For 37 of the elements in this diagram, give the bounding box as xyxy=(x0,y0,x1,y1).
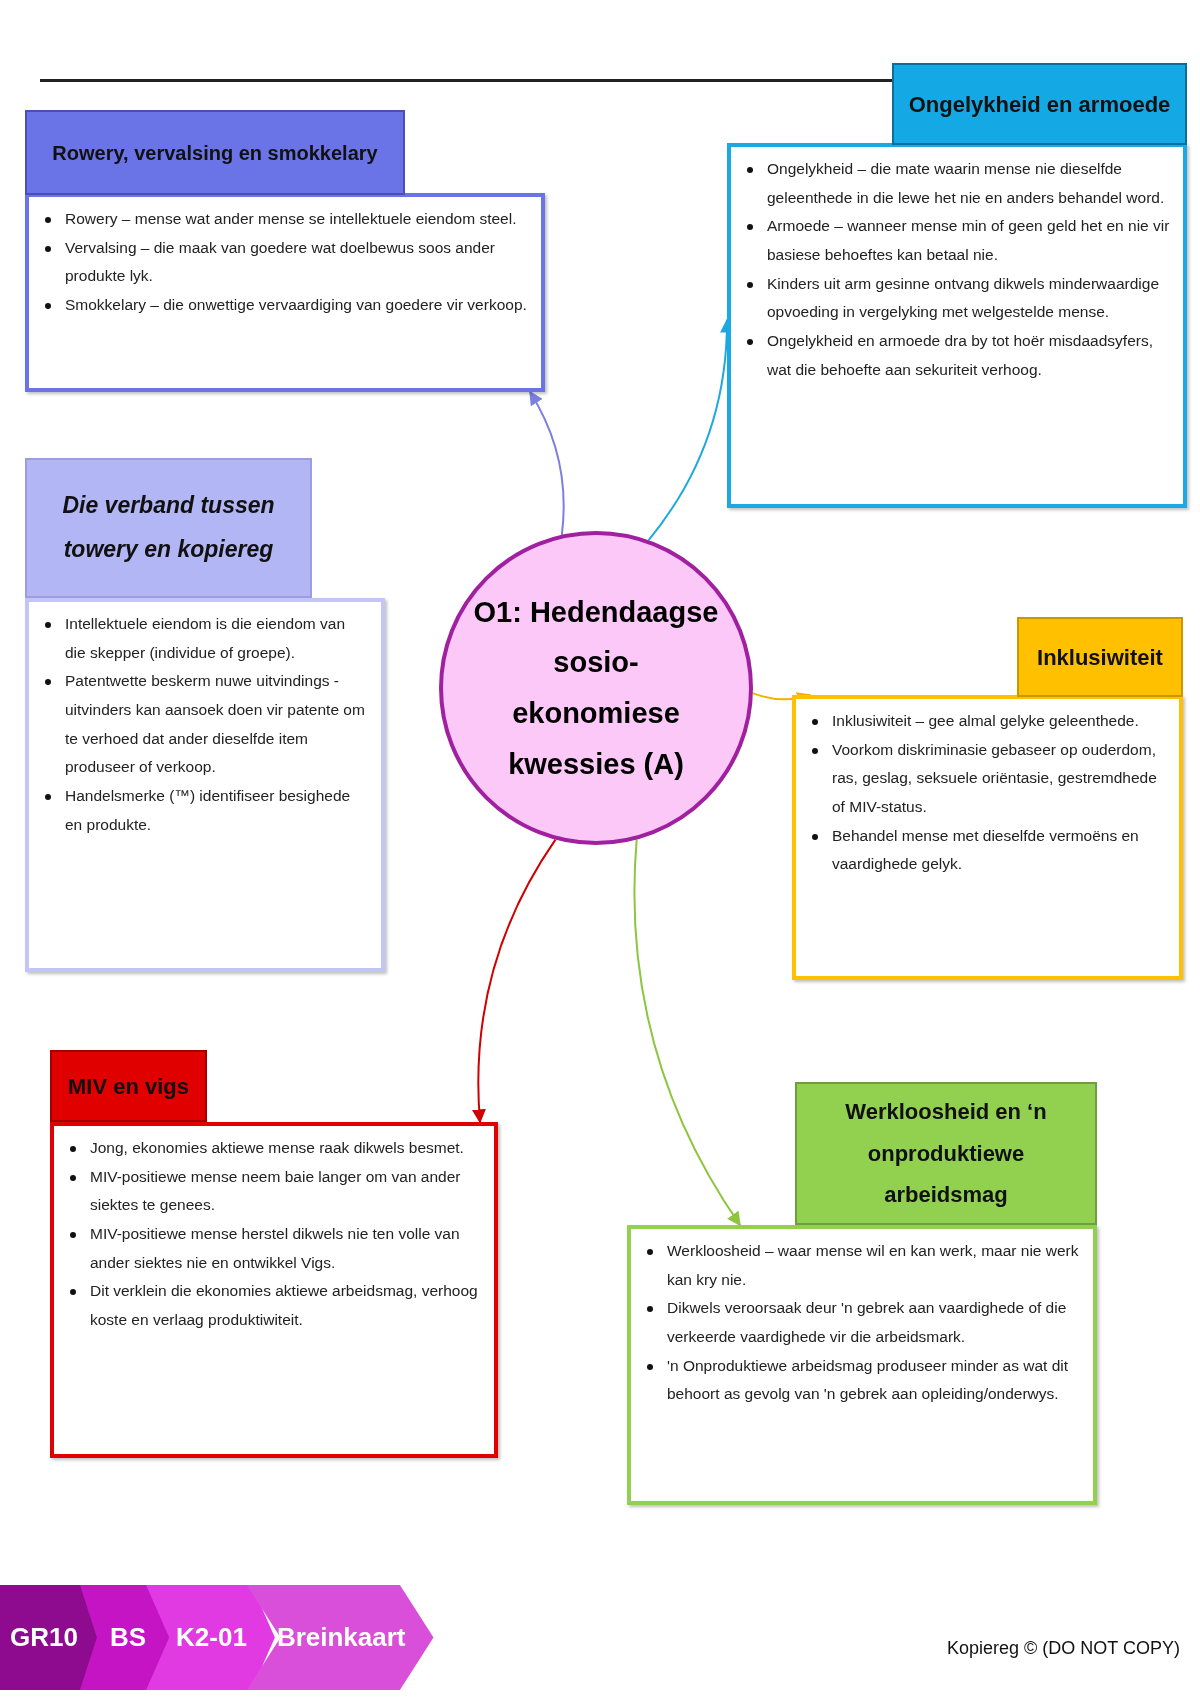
bullet-text: Kinders uit arm gesinne ontvang dikwels minderwaardige opvoeding in vergelyking met welgestelde mense. xyxy=(767,273,1160,323)
curved-arrow xyxy=(472,838,557,1124)
bullet-text: Rowery – mense wat ander mense se intellektuele eiendom steel. xyxy=(65,209,517,229)
bullet-list-box xyxy=(50,1122,498,1458)
bullet-text: Ongelykheid – die mate waarin mense nie dieselfde geleenthede in die lewe het nie en anders behandel word. xyxy=(767,159,1166,208)
heading-tab: Rowery, vervalsing en smokkelary xyxy=(25,110,405,195)
bullet-text: Dit verklein die ekonomies aktiewe arbeidsmag, verhoog koste en verlaag produktiwiteit. xyxy=(90,1281,479,1331)
bullet-text: Intellektuele eiendom is die eiendom van die skepper (individue of groepe). xyxy=(65,614,347,663)
bullet-text: Smokkelary – die onwettige vervaardiging van goedere vir verkoop. xyxy=(65,295,527,315)
bullet-text: Inklusiwiteit – gee almal gelyke geleenthede. xyxy=(832,711,1139,731)
heading-tab: Werkloosheid en ‘n onproduktiewe arbeidsmag xyxy=(795,1082,1097,1225)
bullet-text: 'n Onproduktiewe arbeidsmag produseer minder as wat dit behoort as gevolg van 'n gebrek aan opleiding/onderwys. xyxy=(667,1355,1069,1405)
bullet-text: Patentwette beskerm nuwe uitvindings - uitvinders kan aansoek doen vir patente om te verhoed dat ander dieselfde item produseer of verkoop. xyxy=(65,671,366,778)
bullet-text: Voorkom diskriminasie gebaseer op ouderdom, ras, geslag, seksuele oriëntasie, gestremdhede of MIV-status. xyxy=(832,739,1158,817)
step-chevron: Breinkaart xyxy=(246,1585,434,1690)
heading-tab: MIV en vigs xyxy=(50,1050,207,1122)
topic-title: O1: Hedendaagse sosio-ekonomiese kwessies (A) xyxy=(472,594,720,782)
bullet-text: Behandel mense met dieselfde vermoëns en vaardighede gelyk. xyxy=(832,825,1140,875)
bullet-text: Vervalsing – die maak van goedere wat doelbewus soos ander produkte lyk. xyxy=(65,237,496,287)
bullet-text: Dikwels veroorsaak deur 'n gebrek aan vaardighede of die verkeerde vaardighede vir die arbeidsmark. xyxy=(667,1298,1068,1347)
heading-tab: Die verband tussen towery en kopiereg xyxy=(25,458,312,598)
bullet-list-box xyxy=(792,695,1183,980)
bullet-list-box xyxy=(727,143,1187,508)
bullet-text: Jong, ekonomies aktiewe mense raak dikwels besmet. xyxy=(90,1138,464,1158)
curved-arrow xyxy=(633,838,741,1227)
bullet-text: Handelsmerke (™) identifiseer besighede en produkte. xyxy=(65,786,352,835)
heading-tab: Ongelykheid en armoede xyxy=(892,63,1187,145)
bullet-text: Armoede – wanneer mense min of geen geld het en nie vir basiese behoeftes kan betaal nie. xyxy=(767,216,1171,265)
bullet-text: Werkloosheid – waar mense wil en kan werk, maar nie werk kan kry nie. xyxy=(667,1241,1080,1290)
bullet-list-box xyxy=(25,598,385,972)
bullet-text: Ongelykheid en armoede dra by tot hoër misdaadsyfers, wat die behoefte aan sekuriteit verhoog. xyxy=(767,331,1154,380)
bullet-list-box xyxy=(627,1225,1097,1505)
copyright-note: Kopiereg © (DO NOT COPY) xyxy=(947,1637,1180,1660)
bullet-list-box xyxy=(25,193,545,392)
heading-tab: Inklusiwiteit xyxy=(1017,617,1183,697)
bullet-text: MIV-positiewe mense herstel dikwels nie ten volle van ander siektes nie en ontwikkel Vigs. xyxy=(90,1224,461,1273)
bullet-text: MIV-positiewe mense neem baie langer om van ander siektes te genees. xyxy=(90,1166,462,1216)
